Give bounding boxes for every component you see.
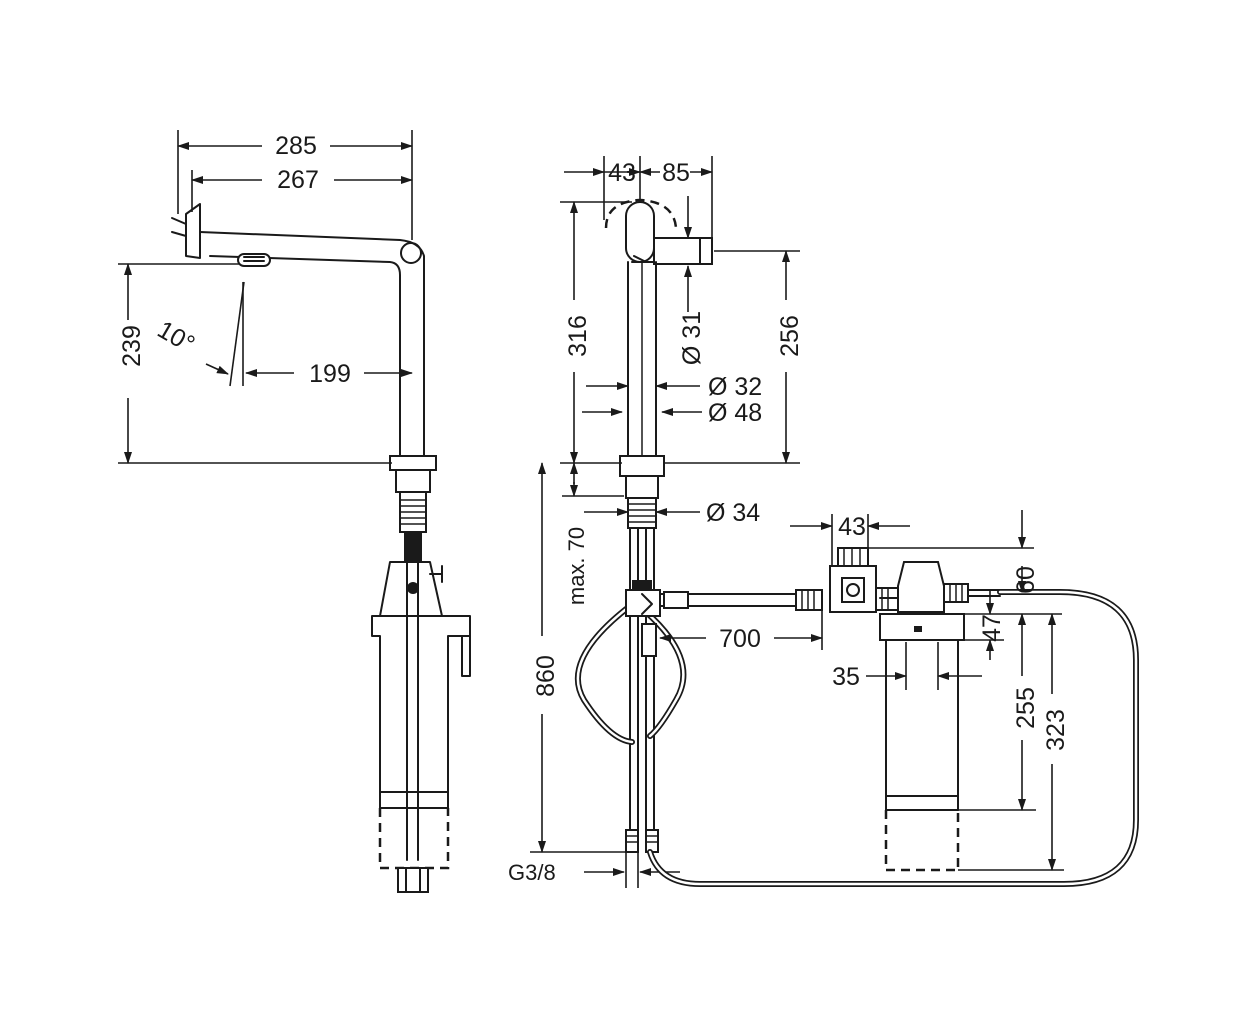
- spout-arm: [199, 231, 425, 457]
- dim-35: 35: [832, 663, 860, 691]
- spout-joint: [400, 242, 422, 264]
- dim-filter-43: 43: [838, 513, 866, 541]
- filter-head: [897, 561, 945, 613]
- filter-unit: 43 700 60 47 35 255 323: [647, 510, 1139, 887]
- side-base: [389, 455, 437, 471]
- valve-cap: [837, 547, 869, 567]
- spout-arm-lower: [209, 255, 401, 457]
- front-fitting-left: [625, 829, 639, 853]
- front-view: 43 85 316 256 Ø 31 Ø 32 Ø 48 Ø 34: [508, 156, 804, 888]
- side-filter-extension: [378, 808, 450, 870]
- dim-85: 85: [662, 159, 690, 187]
- dim-255: 255: [1012, 687, 1040, 729]
- angle-10: 10°: [153, 315, 200, 358]
- front-fitting-right: [645, 829, 659, 853]
- dim-47: 47: [978, 614, 1006, 642]
- dim-285: 285: [275, 132, 317, 160]
- dim-max70: max. 70: [564, 527, 589, 605]
- dim-860: 860: [532, 655, 560, 697]
- front-handle-rotation: [604, 198, 678, 229]
- front-tee-block: [625, 589, 661, 617]
- spray-head: [185, 203, 201, 259]
- dim-d31: Ø 31: [678, 311, 706, 365]
- dim-43-top: 43: [608, 159, 636, 187]
- side-view: 285 267 239 10° 199: [118, 130, 471, 893]
- dim-d32: Ø 32: [708, 373, 762, 401]
- front-spout-stub: [653, 237, 701, 265]
- dim-d48: Ø 48: [708, 399, 762, 427]
- front-thread: [628, 503, 656, 523]
- side-thread: [400, 499, 426, 525]
- dim-g38: G3/8: [508, 860, 556, 885]
- dim-256: 256: [776, 315, 804, 357]
- dim-267: 267: [277, 166, 319, 194]
- dim-d34: Ø 34: [706, 499, 760, 527]
- dim-316: 316: [564, 315, 592, 357]
- side-filter-foot: [397, 867, 429, 893]
- filter-cartridge: [879, 613, 965, 797]
- dim-199: 199: [309, 360, 351, 388]
- front-handle: [625, 201, 655, 263]
- dim-700: 700: [719, 625, 761, 653]
- dim-323: 323: [1042, 709, 1070, 751]
- dim-239: 239: [118, 325, 146, 367]
- side-filter-body: [371, 615, 471, 793]
- front-base: [619, 455, 665, 477]
- filter-extension: [884, 810, 960, 872]
- dim-60: 60: [1012, 566, 1040, 594]
